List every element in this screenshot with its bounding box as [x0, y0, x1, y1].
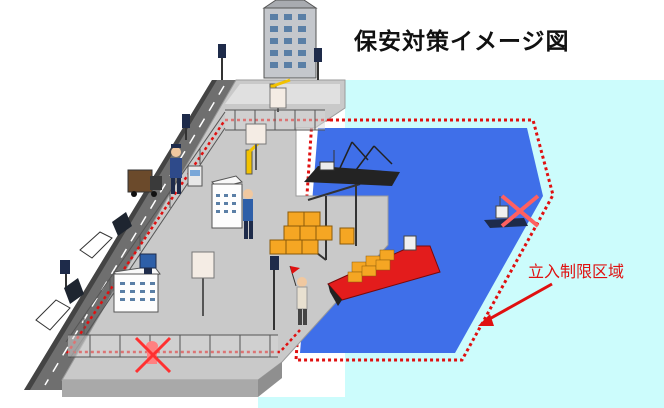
restricted-zone-arrow: [478, 282, 553, 326]
fence-top: [225, 109, 325, 131]
harbor-cranes: [339, 141, 393, 171]
office-building: [262, 0, 318, 79]
cctv-camera-3: [182, 114, 190, 140]
warehouse-large: [113, 265, 161, 313]
truck-2: [35, 278, 84, 331]
cctv-camera-5: [270, 256, 279, 330]
container-ship: [327, 235, 441, 306]
terminal-worker: [243, 189, 253, 239]
cctv-camera-2: [314, 48, 322, 80]
prohibition-x-mark-sea: [500, 194, 540, 228]
truck-1: [79, 212, 132, 259]
diagram-title: 保安対策イメージ図: [354, 29, 570, 55]
guard-house: [187, 165, 203, 187]
prohibition-x-mark-land: [134, 336, 172, 374]
light-pole-1: [269, 87, 287, 112]
dock-worker-with-flag: [289, 265, 308, 325]
cargo-ship-top: [304, 150, 400, 186]
light-pole-2: [245, 123, 267, 170]
fence-bottom: [68, 334, 278, 358]
cctv-camera-1: [218, 44, 226, 80]
cargo-container-stack: [269, 211, 355, 255]
light-pole-3: [191, 251, 215, 316]
cargo-truck: [127, 169, 162, 197]
warehouse-small: [211, 175, 243, 229]
monitoring-equipment: [139, 253, 157, 274]
restricted-zone-label: 立入制限区域: [528, 262, 625, 281]
security-guard: [170, 144, 182, 194]
